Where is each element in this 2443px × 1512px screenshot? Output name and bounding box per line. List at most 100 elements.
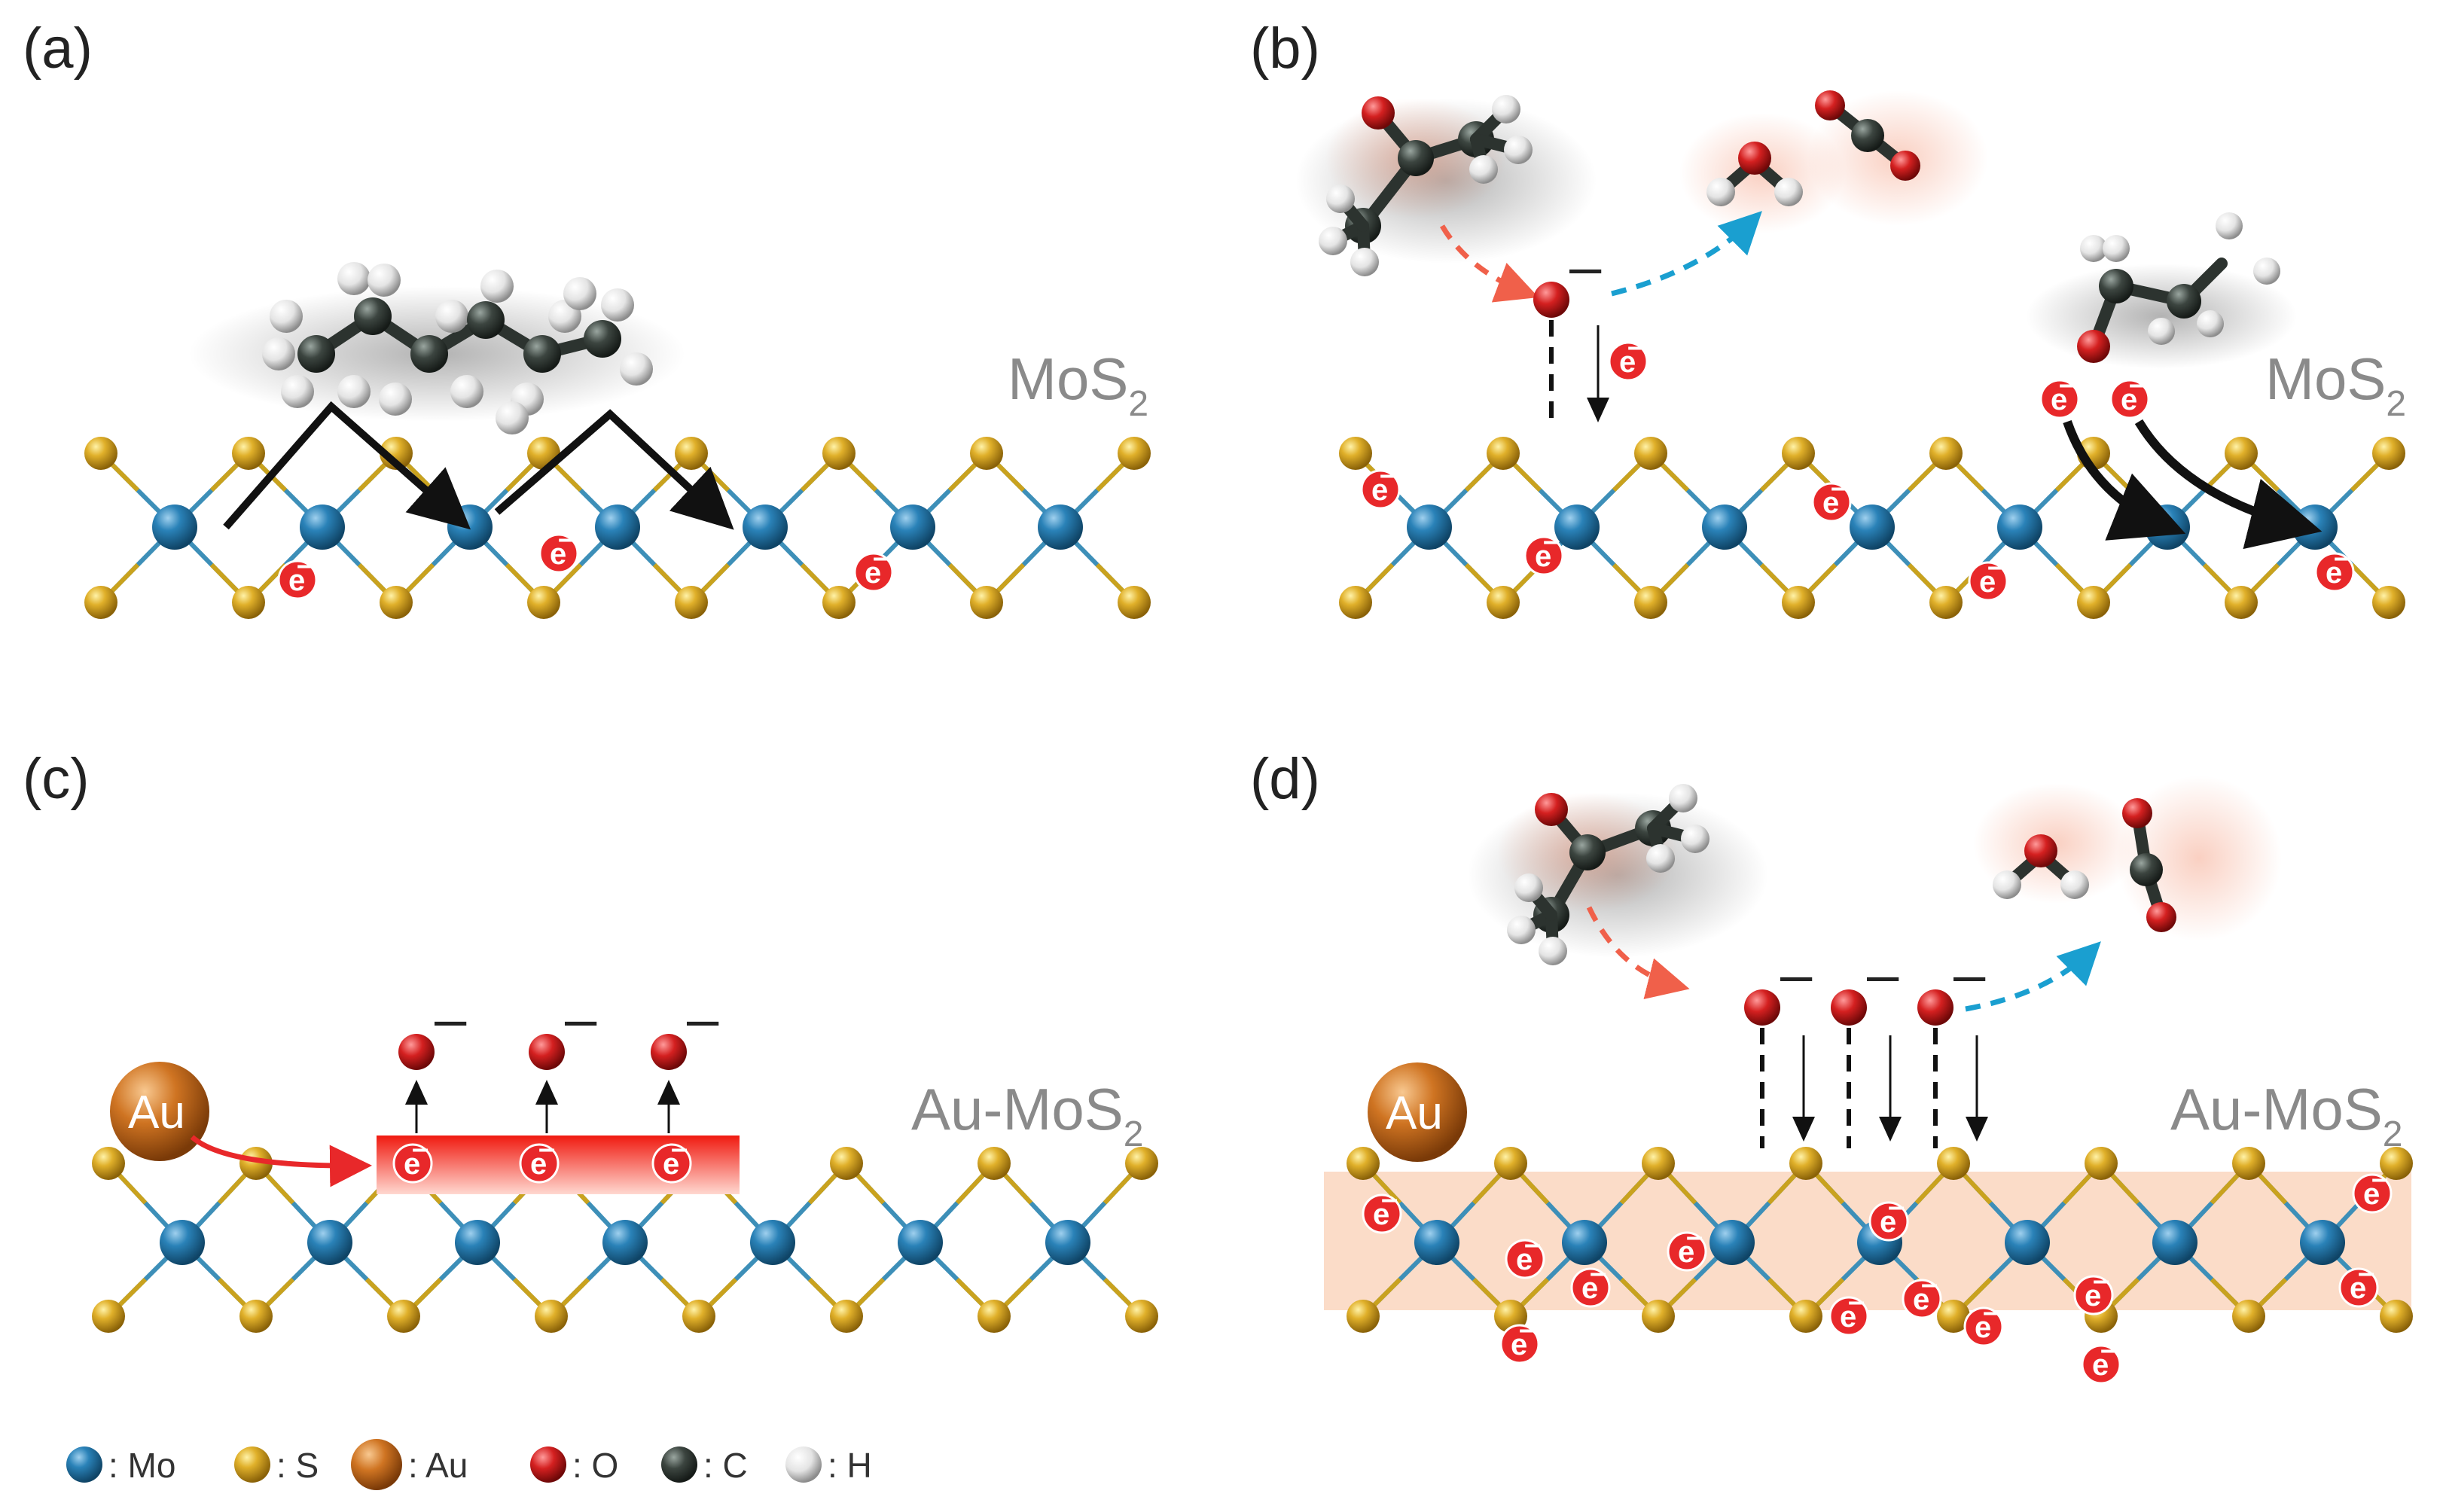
panel-label-b: (b) — [1250, 17, 1320, 81]
svg-text:–: – — [2100, 1333, 2117, 1366]
mo-atom — [160, 1220, 205, 1265]
legend-item: : C — [661, 1446, 748, 1485]
s-atom — [1642, 1300, 1675, 1333]
svg-text:–: – — [1524, 1227, 1541, 1261]
s-atom — [2225, 437, 2258, 470]
mo-atom — [595, 505, 640, 550]
svg-text:–: – — [2059, 367, 2075, 401]
mo-atom — [890, 505, 935, 550]
hydrogen-atom — [1669, 784, 1697, 812]
svg-text:e: e — [1913, 1283, 1929, 1316]
mo-atom — [1045, 1220, 1090, 1265]
electron-icon: e– — [1505, 1227, 1545, 1279]
hydrogen-atom — [379, 383, 412, 416]
svg-text:e: e — [1840, 1300, 1856, 1334]
material-label-c: Au-MoS2 — [911, 1076, 1143, 1154]
s-atom — [1125, 1147, 1158, 1180]
legend-swatch — [785, 1446, 822, 1483]
mo-atom — [2005, 1220, 2050, 1265]
svg-text:e: e — [1619, 346, 1636, 379]
electron-icon: e– — [1570, 1256, 1611, 1308]
s-atom — [2372, 437, 2405, 470]
s-atom — [1347, 1147, 1380, 1180]
svg-text:–: – — [671, 1132, 688, 1165]
svg-text:–: – — [2129, 367, 2146, 401]
s-atom — [84, 586, 117, 619]
mo-atom — [1407, 505, 1452, 550]
oxygen-ion — [1533, 282, 1569, 318]
mo-atom — [1414, 1220, 1459, 1265]
legend-item: : O — [530, 1446, 618, 1485]
s-atom — [1929, 437, 1963, 470]
s-atom — [675, 437, 708, 470]
electron-donation-arrow — [2063, 420, 2186, 541]
overlay-elements: e–e–e––e–e–e–e–e–e–e–e–Au–––e–e–e––––Aue… — [110, 90, 2393, 1385]
s-atom — [232, 586, 265, 619]
s-atom — [1339, 586, 1372, 619]
legend-label: : Mo — [108, 1446, 175, 1485]
svg-text:e: e — [663, 1148, 679, 1181]
hydrogen-atom — [496, 401, 529, 434]
svg-text:e: e — [865, 556, 881, 590]
s-atom — [970, 437, 1003, 470]
electron-icon: e– — [1523, 524, 1564, 576]
hydrogen-atom — [1646, 844, 1675, 873]
hydrogen-atom — [1350, 248, 1379, 276]
hydrogen-atom — [2197, 310, 2224, 337]
electron-icon: e– — [651, 1132, 692, 1184]
svg-text:e: e — [2326, 556, 2342, 590]
svg-text:–: – — [297, 548, 313, 581]
ion-charge: – — [1780, 943, 1813, 1007]
svg-text:–: – — [2371, 1162, 2388, 1195]
mo-atom — [1709, 1220, 1755, 1265]
svg-text:–: – — [1888, 1190, 1905, 1223]
svg-text:e: e — [1822, 486, 1839, 520]
svg-text:e: e — [550, 538, 566, 571]
electron-icon: e– — [277, 548, 318, 600]
electron-icon: e– — [2081, 1333, 2121, 1385]
hydrogen-atom — [563, 277, 596, 310]
mo-atom — [152, 505, 197, 550]
s-atom — [978, 1147, 1011, 1180]
svg-text:e: e — [2092, 1349, 2109, 1382]
carbon-atom — [2130, 853, 2163, 886]
desorption-arrow — [1965, 941, 2101, 1012]
electron-icon: e– — [853, 541, 894, 593]
oxygen-atom — [2146, 902, 2176, 932]
mo-atom — [1554, 505, 1600, 550]
svg-text:–: – — [1543, 524, 1560, 557]
electron-icon: e– — [1499, 1312, 1540, 1364]
svg-text:e: e — [2363, 1178, 2380, 1211]
mo-atom — [1702, 505, 1747, 550]
s-atom — [232, 437, 265, 470]
s-atom — [1634, 586, 1667, 619]
electron-icon: e– — [1362, 1182, 1402, 1234]
oxygen-atom — [1738, 142, 1771, 175]
s-atom — [2372, 586, 2405, 619]
mo-atom — [1850, 505, 1895, 550]
svg-text:e: e — [2051, 383, 2067, 416]
hydrogen-atom — [601, 288, 634, 322]
s-atom — [1125, 1300, 1158, 1333]
carbon-atom — [1398, 140, 1434, 176]
mo-atom — [602, 1220, 648, 1265]
svg-text:e: e — [288, 564, 305, 597]
electron-icon: e– — [538, 522, 579, 574]
svg-text:–: – — [1848, 1285, 1865, 1318]
oxygen-ion — [529, 1034, 565, 1070]
ion-charge: – — [1569, 235, 1602, 299]
s-atom — [978, 1300, 1011, 1333]
ion-charge: – — [435, 987, 467, 1051]
svg-text:e: e — [1581, 1272, 1598, 1305]
electron-icon: e– — [1608, 330, 1648, 382]
s-atom — [1118, 586, 1151, 619]
gold-nanoparticle — [110, 1062, 209, 1161]
svg-text:–: – — [1983, 1295, 1999, 1328]
legend-swatch — [66, 1446, 102, 1483]
oxygen-atom — [2122, 798, 2152, 828]
electron-icon: e– — [1667, 1220, 1707, 1272]
legend-swatch — [530, 1446, 566, 1483]
svg-text:e: e — [1678, 1236, 1694, 1269]
oxygen-atom — [1535, 793, 1568, 826]
legend-label: : O — [572, 1446, 618, 1485]
